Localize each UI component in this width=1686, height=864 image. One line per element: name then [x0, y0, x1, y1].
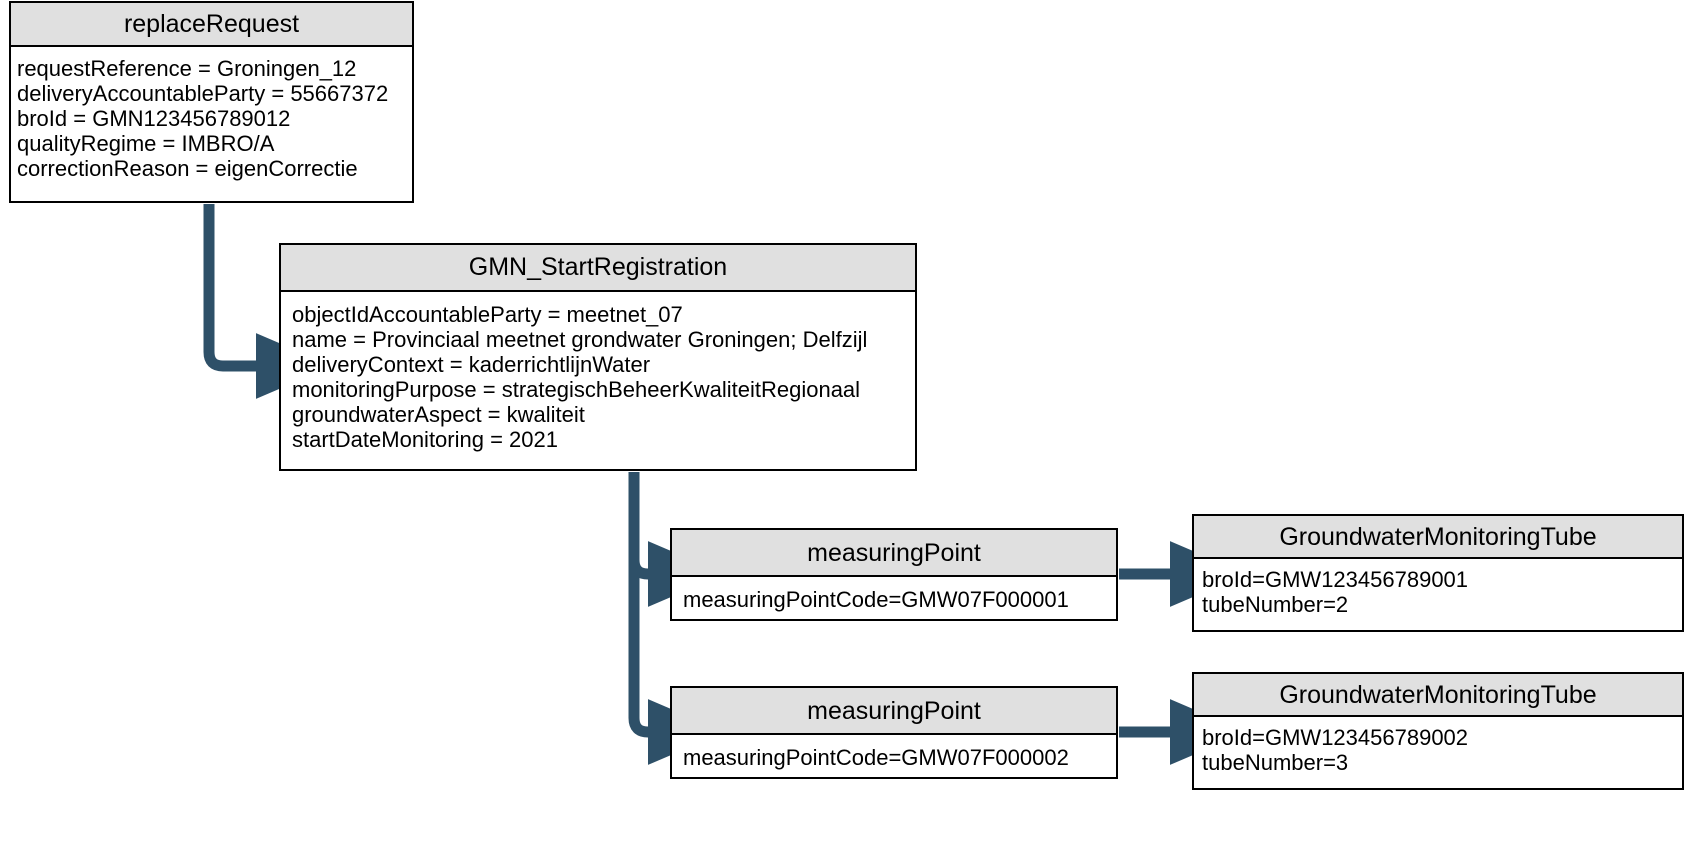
attribute-line: startDateMonitoring = 2021: [292, 427, 558, 452]
box-attributes-replace-request: requestReference = Groningen_12 delivery…: [11, 47, 412, 181]
attribute-line: measuringPointCode=GMW07F000002: [683, 745, 1069, 770]
attribute-line: groundwaterAspect = kwaliteit: [292, 402, 585, 427]
attribute-line: deliveryAccountableParty = 55667372: [17, 81, 389, 106]
connector-replace-request-to-gmn: [203, 204, 333, 399]
object-box-groundwater-monitoring-tube-1[interactable]: GroundwaterMonitoringTube broId=GMW12345…: [1192, 514, 1684, 632]
object-box-measuring-point-1[interactable]: measuringPoint measuringPointCode=GMW07F…: [670, 528, 1118, 621]
attribute-line: tubeNumber=3: [1202, 750, 1349, 775]
object-box-gmn-start-registration[interactable]: GMN_StartRegistration objectIdAccountabl…: [279, 243, 917, 471]
attribute-line: tubeNumber=2: [1202, 592, 1349, 617]
attribute-line: monitoringPurpose = strategischBeheerKwa…: [292, 377, 861, 402]
box-title-measuring-point-2: measuringPoint: [672, 688, 1116, 735]
box-attributes-groundwater-monitoring-tube-2: broId=GMW123456789002 tubeNumber=3: [1194, 717, 1682, 775]
box-title-measuring-point-1: measuringPoint: [672, 530, 1116, 577]
box-title-groundwater-monitoring-tube-1: GroundwaterMonitoringTube: [1194, 516, 1682, 559]
attribute-line: name = Provinciaal meetnet grondwater Gr…: [292, 327, 868, 352]
object-box-measuring-point-2[interactable]: measuringPoint measuringPointCode=GMW07F…: [670, 686, 1118, 779]
box-title-gmn-start-registration: GMN_StartRegistration: [281, 245, 915, 292]
box-title-groundwater-monitoring-tube-2: GroundwaterMonitoringTube: [1194, 674, 1682, 717]
attribute-line: correctionReason = eigenCorrectie: [17, 156, 358, 181]
box-title-replace-request: replaceRequest: [11, 3, 412, 47]
box-attributes-gmn-start-registration: objectIdAccountableParty = meetnet_07 na…: [281, 292, 915, 452]
connector-gmn-to-measuring-point-1: [628, 472, 725, 607]
attribute-line: deliveryContext = kaderrichtlijnWater: [292, 352, 651, 377]
attribute-line: broId=GMW123456789001: [1202, 567, 1469, 592]
attribute-line: broId = GMN123456789012: [17, 106, 291, 131]
box-attributes-groundwater-monitoring-tube-1: broId=GMW123456789001 tubeNumber=2: [1194, 559, 1682, 617]
box-attributes-measuring-point-2: measuringPointCode=GMW07F000002: [672, 735, 1116, 770]
object-box-groundwater-monitoring-tube-2[interactable]: GroundwaterMonitoringTube broId=GMW12345…: [1192, 672, 1684, 790]
attribute-line: qualityRegime = IMBRO/A: [17, 131, 275, 156]
box-attributes-measuring-point-1: measuringPointCode=GMW07F000001: [672, 577, 1116, 612]
attribute-line: requestReference = Groningen_12: [17, 56, 357, 81]
connector-gmn-trunk: [628, 472, 725, 765]
attribute-line: broId=GMW123456789002: [1202, 725, 1469, 750]
attribute-line: measuringPointCode=GMW07F000001: [683, 587, 1069, 612]
object-box-replace-request[interactable]: replaceRequest requestReference = Gronin…: [9, 1, 414, 203]
attribute-line: objectIdAccountableParty = meetnet_07: [292, 302, 683, 327]
